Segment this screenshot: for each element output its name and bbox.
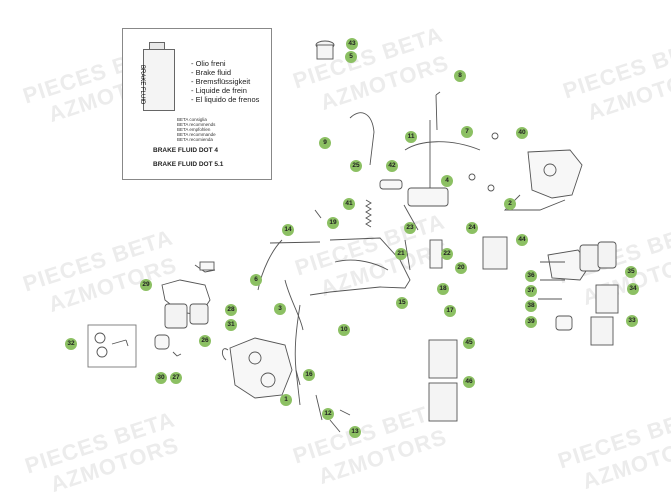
callout-badge[interactable]: 11 (405, 131, 417, 143)
fluid-name: - Bremsflüssigkeit (191, 77, 251, 86)
note-line: BETA recomienda (177, 137, 213, 142)
parts-diagram: PIECES BETA AZMOTORS PIECES BETA AZMOTOR… (20, 22, 671, 498)
callout-badge[interactable]: 34 (627, 283, 639, 295)
callout-badge[interactable]: 44 (516, 234, 528, 246)
callout-badge[interactable]: 2 (504, 198, 516, 210)
callout-badge[interactable]: 30 (155, 372, 167, 384)
callout-badge[interactable]: 12 (322, 408, 334, 420)
fluid-name: - El liquido de frenos (191, 95, 260, 104)
callout-badge[interactable]: 9 (319, 137, 331, 149)
callout-badge[interactable]: 37 (525, 285, 537, 297)
callout-badge[interactable]: 35 (625, 266, 637, 278)
note-line: BETA recommends (177, 122, 216, 127)
callout-badge[interactable]: 10 (338, 324, 350, 336)
brake-fluid-info-box: BRAKE FLUID - Olio freni - Brake fluid -… (122, 28, 272, 180)
callout-badge[interactable]: 20 (455, 262, 467, 274)
callout-badge[interactable]: 6 (250, 274, 262, 286)
callout-badge[interactable]: 29 (140, 279, 152, 291)
parts-line-art (87, 40, 619, 433)
callout-badge[interactable]: 17 (444, 305, 456, 317)
callout-badge[interactable]: 18 (437, 283, 449, 295)
note-line: BETA consiglia (177, 117, 207, 122)
callout-badge[interactable]: 5 (345, 51, 357, 63)
callout-badge[interactable]: 7 (461, 126, 473, 138)
callout-badge[interactable]: 27 (170, 372, 182, 384)
callout-badge[interactable]: 45 (463, 337, 475, 349)
callout-badge[interactable]: 22 (441, 248, 453, 260)
fluid-name: - Brake fluid (191, 68, 232, 77)
callout-badge[interactable]: 38 (525, 300, 537, 312)
dot4-label: BRAKE FLUID DOT 4 (153, 147, 218, 154)
callout-badge[interactable]: 43 (346, 38, 358, 50)
callout-badge[interactable]: 3 (274, 303, 286, 315)
callout-badge[interactable]: 19 (327, 217, 339, 229)
callout-badge[interactable]: 23 (404, 222, 416, 234)
callout-badge[interactable]: 42 (386, 160, 398, 172)
callout-badge[interactable]: 14 (282, 224, 294, 236)
callout-badge[interactable]: 26 (199, 335, 211, 347)
callout-badge[interactable]: 39 (525, 316, 537, 328)
callout-badge[interactable]: 25 (350, 160, 362, 172)
callout-badge[interactable]: 4 (441, 175, 453, 187)
recommendation-notes: BETA consiglia BETA recommends BETA empf… (177, 117, 216, 142)
callout-badge[interactable]: 1 (280, 394, 292, 406)
callout-badge[interactable]: 40 (516, 127, 528, 139)
bottle-label: BRAKE FLUID (139, 65, 145, 105)
callout-badge[interactable]: 28 (225, 304, 237, 316)
callout-badge[interactable]: 8 (454, 70, 466, 82)
callout-badge[interactable]: 36 (525, 270, 537, 282)
callout-badge[interactable]: 24 (466, 222, 478, 234)
callout-badge[interactable]: 46 (463, 376, 475, 388)
callout-badge[interactable]: 16 (303, 369, 315, 381)
dot51-label: BRAKE FLUID DOT 5.1 (153, 161, 224, 168)
callout-badge[interactable]: 33 (626, 315, 638, 327)
callout-badge[interactable]: 13 (349, 426, 361, 438)
note-line: BETA recommande (177, 132, 216, 137)
fluid-name: - Liquide de frein (191, 86, 247, 95)
callout-badge[interactable]: 32 (65, 338, 77, 350)
callout-badge[interactable]: 21 (395, 248, 407, 260)
fluid-name-list: - Olio freni - Brake fluid - Bremsflüssi… (191, 59, 259, 104)
fluid-bottle-icon (143, 49, 175, 111)
callout-badge[interactable]: 41 (343, 198, 355, 210)
callout-badge[interactable]: 31 (225, 319, 237, 331)
note-line: BETA empfohlen (177, 127, 211, 132)
callout-badge[interactable]: 15 (396, 297, 408, 309)
fluid-name: - Olio freni (191, 59, 226, 68)
